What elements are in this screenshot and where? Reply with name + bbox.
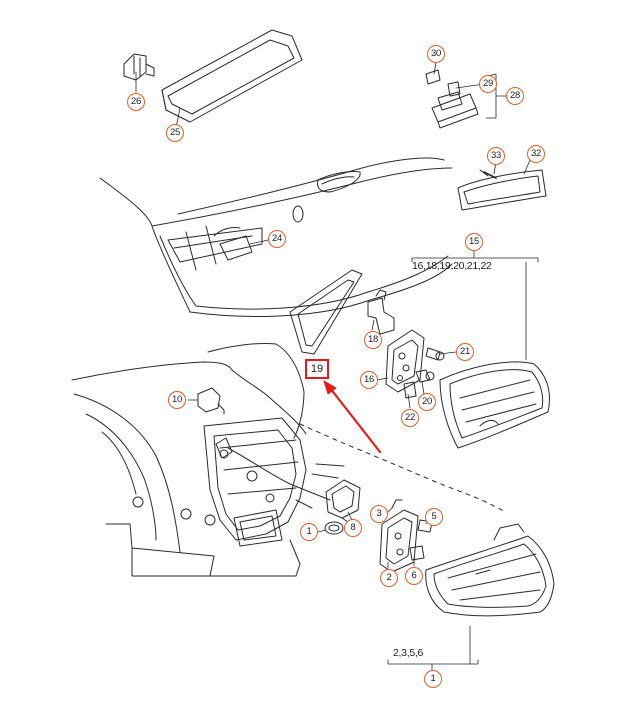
callout-33: 33 xyxy=(487,147,505,165)
callout-5: 5 xyxy=(425,508,443,526)
trunk-lid xyxy=(99,157,453,317)
callout-29: 29 xyxy=(479,75,497,93)
highlighted-label: 19 xyxy=(310,363,324,375)
callout-32: 32 xyxy=(527,145,545,163)
bulbs-outer xyxy=(409,519,433,561)
grommet xyxy=(324,521,344,535)
callout-6: 6 xyxy=(405,567,423,585)
callout-1: 1 xyxy=(424,670,442,688)
callout-15: 15 xyxy=(465,233,483,251)
switch-10 xyxy=(197,387,225,415)
inner-taillight xyxy=(439,361,550,449)
brake-light-housing xyxy=(161,29,303,123)
callout-18: 18 xyxy=(364,331,382,349)
highlight-arrow xyxy=(323,380,382,454)
seal-frame xyxy=(289,269,363,355)
car-body xyxy=(71,343,507,577)
callout-28: 28 xyxy=(506,87,524,105)
outer-taillight xyxy=(425,523,555,617)
bulbs xyxy=(403,347,445,399)
group-15-parts: 16,18,19,20,21,22 xyxy=(412,260,492,272)
callout-21: 21 xyxy=(456,343,474,361)
bulb-holder xyxy=(123,53,155,81)
callout-25: 25 xyxy=(166,124,184,142)
callout-2: 2 xyxy=(380,569,398,587)
callout-30: 30 xyxy=(427,45,445,63)
callout-8: 8 xyxy=(344,519,362,537)
callout-26: 26 xyxy=(127,93,145,111)
callout-20: 20 xyxy=(418,393,436,411)
reflector xyxy=(457,169,547,211)
callout-22: 22 xyxy=(401,409,419,427)
license-plate-lamp xyxy=(425,69,479,129)
bracket-18 xyxy=(367,289,395,335)
callout-3: 3 xyxy=(370,505,388,523)
callout-1-grommet: 1 xyxy=(300,523,318,541)
group-1-parts: 2,3,5,6 xyxy=(393,647,424,659)
bulb-carrier xyxy=(385,329,425,393)
callout-10: 10 xyxy=(168,391,186,409)
callout-24: 24 xyxy=(268,230,286,248)
callout-16: 16 xyxy=(360,371,378,389)
highlighted-callout-19: 19 xyxy=(305,359,329,379)
